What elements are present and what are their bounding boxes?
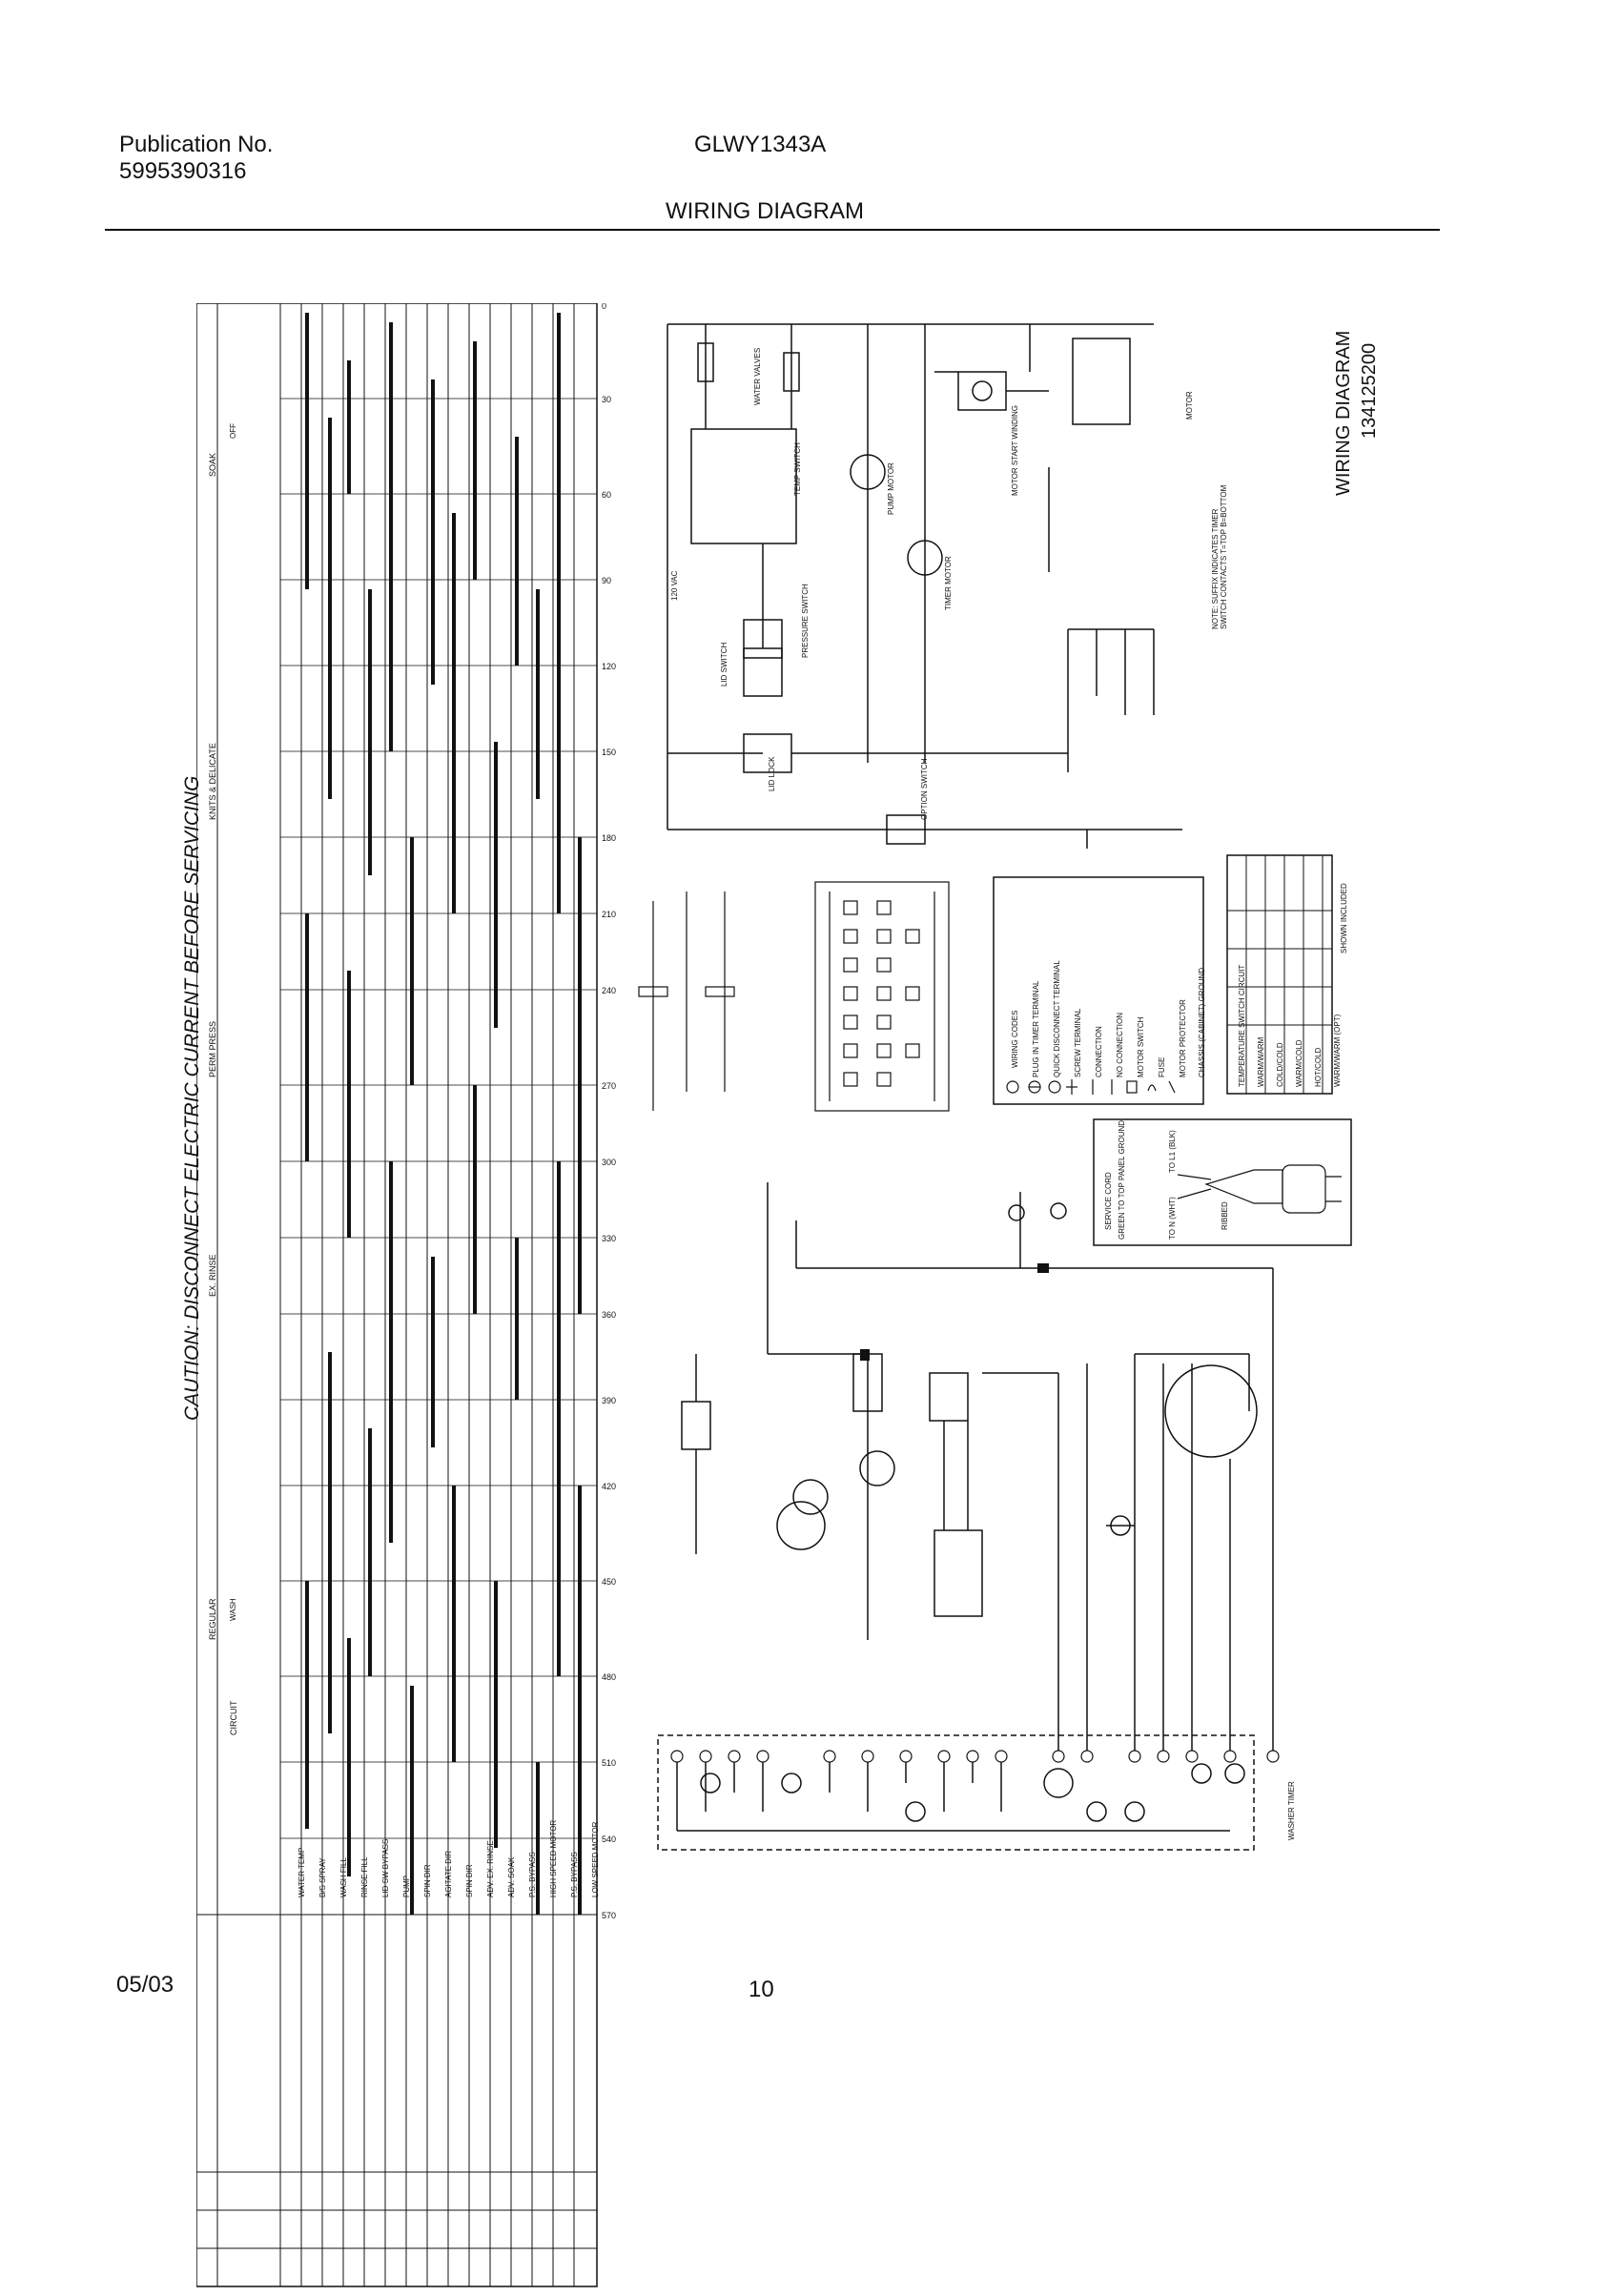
svg-text:240: 240 [602,986,616,995]
temp-chart-note: SHOWN INCLUDED [1340,883,1348,953]
lid-switch-label: LID SWITCH [720,642,728,687]
svg-text:60: 60 [602,490,611,500]
legend-item: PLUG IN TIMER TERMINAL [1032,980,1040,1078]
svg-text:90: 90 [602,576,611,585]
motor-label: MOTOR [1185,391,1194,420]
header-rule [105,229,1440,231]
svg-text:390: 390 [602,1396,616,1405]
lid-lock-label: LID LOCK [768,756,776,791]
timer-sequence-chart: 0 30 60 90 120 150 180 210 240 270 300 330 360… [196,303,616,2287]
circuit-label: ADV. SOAK [507,1856,516,1897]
temp-chart-row: WARM/COLD [1295,1039,1303,1087]
legend-item: MOTOR SWITCH [1137,1016,1145,1077]
svg-text:330: 330 [602,1234,616,1243]
svg-text:270: 270 [602,1081,616,1091]
circuit-label: HIGH SPEED MOTOR [549,1819,558,1897]
washer-timer-label: WASHER TIMER [1287,1781,1296,1840]
circuit-label: WASH FILL [339,1857,348,1897]
legend-item: CONNECTION [1095,1026,1103,1077]
chart-circuit-header: CIRCUIT [229,1700,238,1736]
svg-text:510: 510 [602,1758,616,1768]
svg-text:210: 210 [602,910,616,919]
circuit-label: P.S. BYPASS [570,1852,579,1897]
legend-title: WIRING CODES [1011,1010,1019,1068]
chart-phase-wash: WASH [229,1598,237,1621]
circuit-label: P.S. BYPASS [528,1852,537,1897]
model-number: GLWY1343A [694,132,827,157]
svg-text:120: 120 [602,662,616,671]
svg-text:420: 420 [602,1482,616,1491]
temp-chart-row: WARM/WARM [1257,1036,1265,1087]
legend-item: CHASSIS (CABINET) GROUND [1198,967,1206,1077]
legend-item: SCREW TERMINAL [1074,1008,1082,1077]
circuit-label: RINSE FILL [360,1856,369,1897]
cycle-soak: SOAK [208,452,217,477]
option-switch-label: OPTION SWITCH [920,758,929,820]
diagram-number: 134125200 [1359,342,1380,439]
connector-detail [638,881,950,1112]
svg-text:480: 480 [602,1672,616,1682]
legend-item: FUSE [1158,1056,1166,1077]
circuit-label: WATER TEMP [298,1847,306,1897]
circuit-label: PUMP [402,1875,411,1897]
circuit-label: AGITATE DIR [444,1850,453,1897]
ladder-schematic: 120 VAC [667,323,1182,849]
temp-switch-chart [1226,854,1333,1095]
circuit-label: ADV. EX. RINSE [486,1840,495,1897]
cycle-regular: REGULAR [208,1598,217,1640]
svg-text:30: 30 [602,395,611,404]
temp-chart-row: HOT/COLD [1314,1047,1323,1087]
svg-text:0: 0 [602,303,606,311]
cycle-knits: KNITS & DELICATE [208,743,217,820]
svg-text:300: 300 [602,1158,616,1167]
circuit-label: LOW SPEED MOTOR [591,1821,600,1897]
pump-motor-label: PUMP MOTOR [887,462,895,515]
svg-text:570: 570 [602,1911,616,1920]
pressure-switch-label: PRESSURE SWITCH [801,584,810,658]
water-valves-label: WATER VALVES [753,347,762,405]
page-number: 10 [749,1977,774,2002]
temp-chart-row: COLD/COLD [1276,1042,1284,1087]
timer-motor-label: TIMER MOTOR [944,556,953,610]
svg-text:180: 180 [602,833,616,843]
diagram-title: WIRING DIAGRAM [1333,330,1354,496]
wiring-codes-legend [993,876,1204,1105]
circuit-label: SPIN DIR [423,1864,432,1897]
circuit-label: B/S SPRAY [318,1857,327,1897]
footer-date: 05/03 [116,1972,174,1998]
cycle-ex-rinse: EX. RINSE [208,1254,217,1297]
legend-item: NO CONNECTION [1116,1013,1124,1077]
chart-phase-off: OFF [229,423,237,439]
publication-number: 5995390316 [119,158,247,184]
circuit-label: SPIN DIR [465,1864,474,1897]
suffix-note: NOTE: SUFFIX INDICATES TIMER SWITCH CONT… [1211,484,1228,629]
circuit-label: LID SW BYPASS [381,1838,390,1897]
svg-text:450: 450 [602,1577,616,1587]
legend-item: MOTOR PROTECTOR [1179,999,1187,1077]
svg-text:120 VAC: 120 VAC [670,570,679,601]
temp-switch-label: TEMP SWITCH [793,442,802,496]
service-cord-box [1093,1118,1352,1246]
section-title: WIRING DIAGRAM [666,198,864,224]
temp-chart-title: TEMPERATURE SWITCH CIRCUIT [1238,964,1246,1087]
cycle-perm-press: PERM PRESS [208,1020,217,1077]
svg-text:360: 360 [602,1310,616,1320]
svg-text:540: 540 [602,1835,616,1844]
legend-item: QUICK DISCONNECT TERMINAL [1053,960,1061,1077]
publication-label: Publication No. [119,132,274,157]
motor-start-label: MOTOR START WINDING [1011,405,1019,496]
svg-text:150: 150 [602,748,616,757]
temp-chart-row: WARM/WARM (OPT) [1333,1014,1342,1087]
pictorial-wiring [657,1182,1280,1851]
